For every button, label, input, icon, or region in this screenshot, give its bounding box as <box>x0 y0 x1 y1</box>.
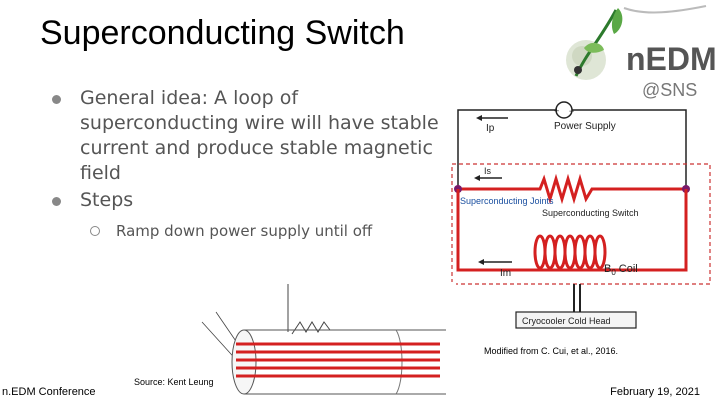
power-supply-minus: − <box>569 106 574 116</box>
bullet-dot-icon <box>52 197 61 206</box>
is-arrowhead-icon <box>474 175 480 181</box>
source-credit: Source: Kent Leung <box>134 377 214 387</box>
bullet-item: General idea: A loop of superconducting … <box>52 86 452 186</box>
is-label: Is <box>484 166 492 176</box>
joints-label: Superconducting Joints <box>460 196 554 206</box>
power-supply-label: Power Supply <box>554 121 616 132</box>
cold-head-label: Cryocooler Cold Head <box>522 316 611 326</box>
power-supply-plus: + <box>554 106 559 116</box>
bullet-list: General idea: A loop of superconducting … <box>52 86 452 241</box>
im-label: Im <box>500 268 511 279</box>
logo-text-bottom: @SNS <box>642 80 697 100</box>
sub-bullet-ring-icon <box>90 226 100 236</box>
cable-figure <box>196 282 456 405</box>
im-arrowhead-icon <box>478 259 484 265</box>
power-supply-icon <box>555 101 573 119</box>
coil-loop-wire <box>456 189 688 272</box>
sc-wire-bundle <box>236 342 440 378</box>
ip-arrowhead-icon <box>476 115 482 121</box>
b0-coil-icon <box>533 234 607 270</box>
sub-bullet-item: Ramp down power supply until off <box>52 221 452 241</box>
switch-label: Superconducting Switch <box>542 208 639 218</box>
coil-word: Coil <box>619 263 638 275</box>
footer-date: February 19, 2021 <box>610 386 700 398</box>
heater-zigzag-icon <box>291 321 331 335</box>
bullet-item: Steps <box>52 188 452 213</box>
nedm-logo: nEDM @SNS <box>566 5 716 100</box>
bullet-dot-icon <box>52 95 61 104</box>
coil-subscript: 0 <box>611 268 616 277</box>
footer-conference: n.EDM Conference <box>2 386 96 398</box>
bullet-text: General idea: A loop of superconducting … <box>80 87 439 184</box>
sub-bullet-text: Ramp down power supply until off <box>116 222 373 240</box>
slide-title: Superconducting Switch <box>40 14 405 52</box>
figure-caption: Modified from C. Cui, et al., 2016. <box>484 346 619 356</box>
ip-label: Ip <box>486 123 495 134</box>
logo-leaf-icon <box>566 5 707 80</box>
logo-text-top: nEDM <box>626 41 716 77</box>
superconducting-switch-wire <box>458 173 686 205</box>
circuit-diagram: + − Power Supply Ip Is Superconducting J… <box>450 100 712 340</box>
tube-inner-edge <box>395 329 403 395</box>
cold-head-box <box>515 311 637 329</box>
coil-b: B <box>604 263 611 275</box>
bullet-text: Steps <box>80 189 134 211</box>
tube-end-icon <box>231 329 257 395</box>
